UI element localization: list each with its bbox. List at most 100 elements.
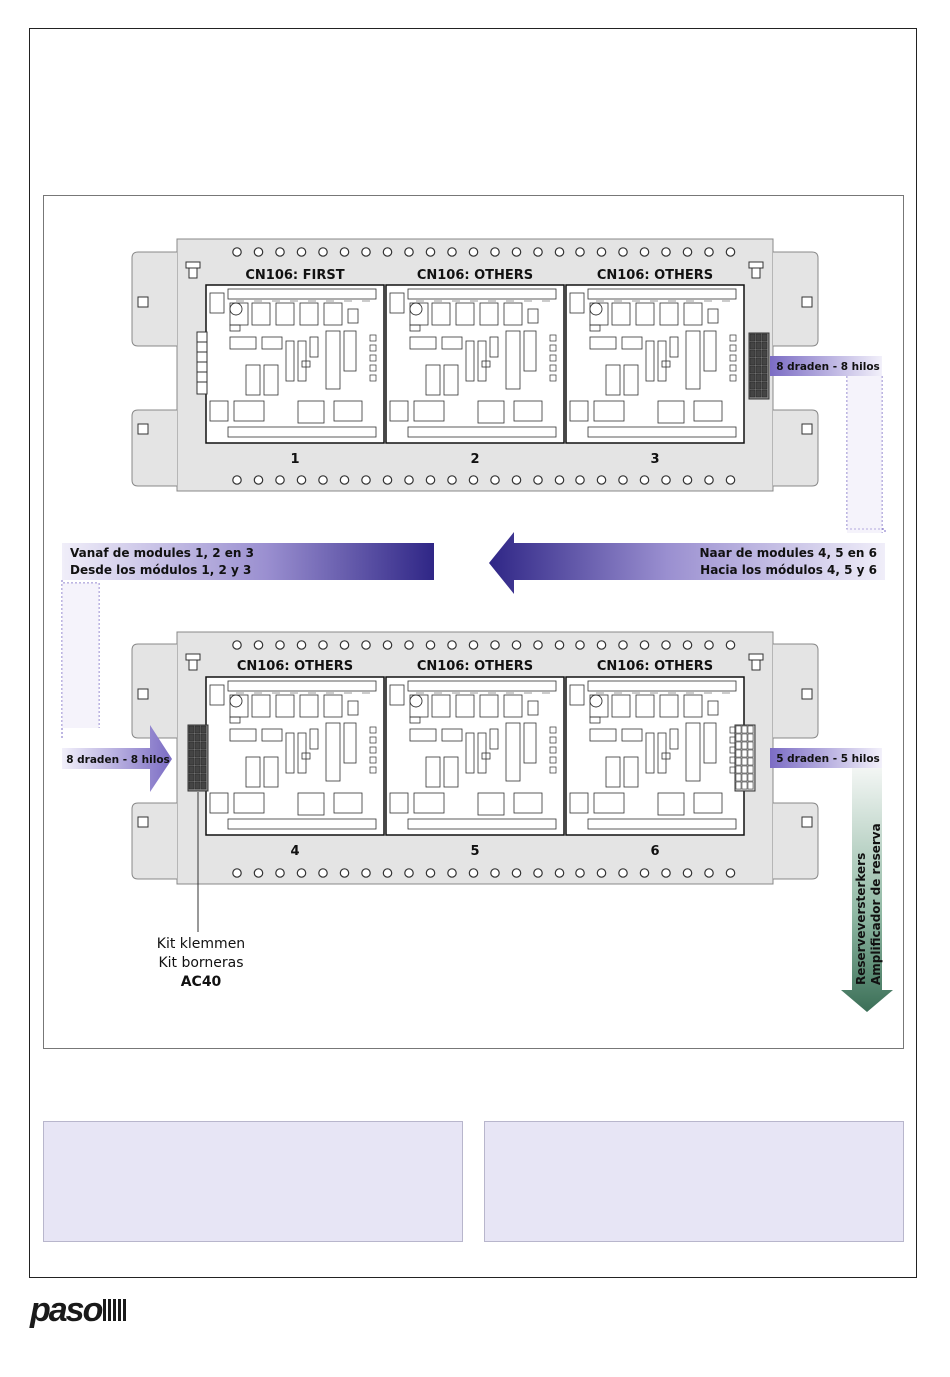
terminal-cell: [755, 357, 762, 366]
module-board: [205, 676, 385, 836]
board-component: [297, 792, 325, 816]
board-component: [441, 336, 463, 350]
board-footer-strip: [587, 426, 737, 438]
vent-hole: [639, 475, 650, 485]
board-component: [389, 792, 409, 814]
board-component: [569, 684, 585, 706]
terminal-cell: [194, 765, 201, 774]
board-component: [229, 716, 241, 724]
connector-label-top-text: 8 draden - 8 hilos: [776, 361, 880, 373]
board-component: [659, 302, 679, 326]
vent-hole: [361, 247, 371, 257]
board-component: [251, 302, 271, 326]
board-component: [589, 324, 601, 332]
board-pin: [369, 354, 377, 362]
chassis-top: CN106: FIRST CN106: OTHERS CN106: OTHERS…: [131, 238, 819, 492]
vent-hole: [682, 640, 693, 650]
vent-hole: [533, 640, 543, 650]
vent-hole: [725, 640, 736, 650]
terminal-cell: [761, 389, 768, 398]
terminal-cell: [747, 757, 754, 766]
module-number-4: 4: [290, 844, 299, 859]
board-component: [233, 792, 265, 814]
terminal-block-bottom-left: [187, 724, 209, 792]
terminal-cell: [188, 765, 195, 774]
vent-hole: [404, 247, 414, 257]
board-component: [285, 340, 295, 382]
board-component: [669, 728, 679, 750]
terminal-cell: [747, 725, 754, 734]
terminal-cell: [741, 725, 748, 734]
vent-hole: [296, 247, 307, 257]
vent-hole: [511, 247, 522, 257]
board-component: [481, 752, 491, 760]
vent-hole: [661, 247, 671, 257]
board-component: [489, 336, 499, 358]
vent-hole: [490, 640, 500, 650]
board-component: [347, 700, 359, 716]
arrow-to-line1: Naar de modules 4, 5 en 6: [699, 546, 877, 560]
board-component: [659, 694, 679, 718]
vent-hole: [725, 247, 736, 257]
board-component: [409, 728, 437, 742]
terminal-block-bottom-right: [734, 724, 756, 792]
vent-hole: [232, 868, 242, 878]
terminal-cell: [200, 765, 207, 774]
route-band-right: [847, 376, 882, 533]
connector-label-bottom-out-text: 5 draden - 5 hilos: [776, 753, 880, 765]
module-boards-top: [205, 284, 745, 444]
mount-hole: [801, 688, 813, 700]
board-component: [323, 302, 343, 326]
reserve-amplifier-arrow: Reserveversterkers Amplificador de reser…: [841, 768, 893, 1012]
board-component: [503, 302, 523, 326]
vent-hole: [425, 475, 436, 485]
terminal-cell: [194, 725, 201, 734]
board-component: [297, 400, 325, 424]
vent-hole: [704, 475, 714, 485]
mount-hole: [137, 423, 149, 435]
terminal-cell: [749, 349, 756, 358]
board-capacitor: [409, 302, 423, 316]
board-component: [261, 728, 283, 742]
board-component: [229, 336, 257, 350]
board-component: [413, 792, 445, 814]
board-pin: [549, 354, 557, 362]
terminal-cell: [749, 389, 756, 398]
logo-text: paso: [30, 1290, 103, 1329]
connector-label-bottom-in: 8 draden - 8 hilos: [62, 725, 172, 792]
board-pin: [369, 344, 377, 352]
board-pin: [729, 374, 737, 382]
board-component: [683, 302, 703, 326]
board-component: [513, 792, 543, 814]
board-component: [389, 292, 405, 314]
board-pin: [549, 344, 557, 352]
vent-hole: [425, 247, 436, 257]
terminal-cell: [735, 741, 742, 750]
vent-hole: [575, 475, 585, 485]
terminal-cell: [749, 341, 756, 350]
board-component: [209, 684, 225, 706]
vent-hole: [318, 247, 328, 257]
board-header-strip: [407, 680, 557, 692]
board-pin: [729, 334, 737, 342]
board-component: [455, 694, 475, 718]
board-component: [443, 364, 459, 396]
vent-hole: [661, 640, 671, 650]
vent-hole: [339, 640, 350, 650]
kit-label-line1: Kit klemmen: [157, 936, 245, 952]
board-component: [209, 792, 229, 814]
board-capacitor: [589, 302, 603, 316]
vent-hole: [618, 247, 628, 257]
board-pin: [549, 374, 557, 382]
board-component: [263, 364, 279, 396]
board-pin: [369, 756, 377, 764]
board-component: [685, 330, 701, 390]
reserve-arrow-shape: [841, 768, 893, 1012]
board-component: [569, 792, 589, 814]
vent-hole: [339, 475, 350, 485]
vent-hole: [275, 640, 285, 650]
terminal-cell: [188, 749, 195, 758]
vent-hole: [554, 475, 565, 485]
board-component: [569, 400, 589, 422]
board-component: [343, 722, 357, 764]
